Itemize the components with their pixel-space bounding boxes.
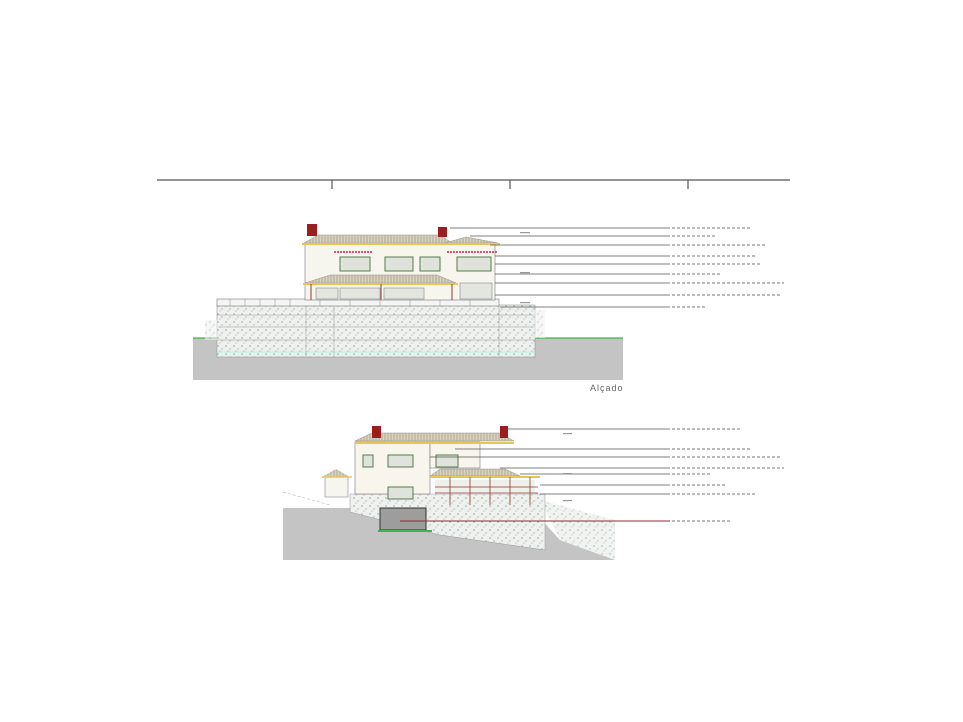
annotation-note (672, 227, 752, 229)
annotation-note (672, 244, 767, 246)
annotation-note (672, 255, 757, 257)
upper-elevation (193, 224, 670, 380)
annotation-note (672, 484, 727, 486)
annotation-note (672, 473, 712, 475)
annotation-note (672, 263, 762, 265)
annotation-note (672, 235, 717, 237)
lower-elevation (282, 426, 670, 560)
annotation-note (672, 428, 742, 430)
annotation-note (672, 493, 757, 495)
annotation-note (672, 467, 784, 469)
annotation-note (672, 306, 707, 308)
annotation-note (672, 520, 732, 522)
scale-bar (157, 179, 790, 189)
annotation-note (672, 273, 722, 275)
elevation-caption: Alçado (590, 383, 624, 393)
annotation-note (672, 294, 780, 296)
annotation-note (672, 282, 784, 284)
annotation-note (672, 456, 780, 458)
annotation-note (672, 448, 752, 450)
